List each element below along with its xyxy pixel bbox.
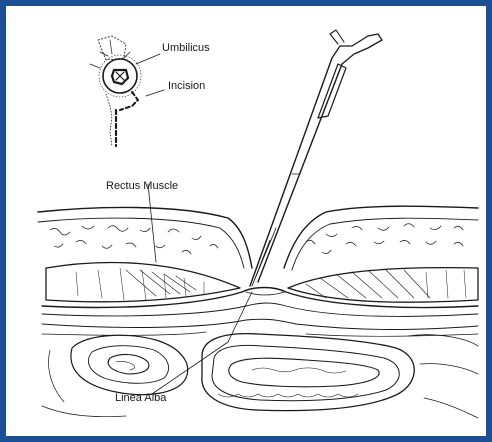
surgical-illustration (6, 6, 486, 436)
incision-label: Incision (168, 80, 205, 92)
surgical-instrument (250, 30, 382, 286)
linea-alba-label: Linea Alba (115, 392, 166, 404)
umbilicus-inset (90, 36, 164, 146)
umbilicus-label: Umbilicus (162, 42, 210, 54)
rectus-muscle-label: Rectus Muscle (106, 180, 178, 192)
bowel-loops (42, 334, 478, 418)
